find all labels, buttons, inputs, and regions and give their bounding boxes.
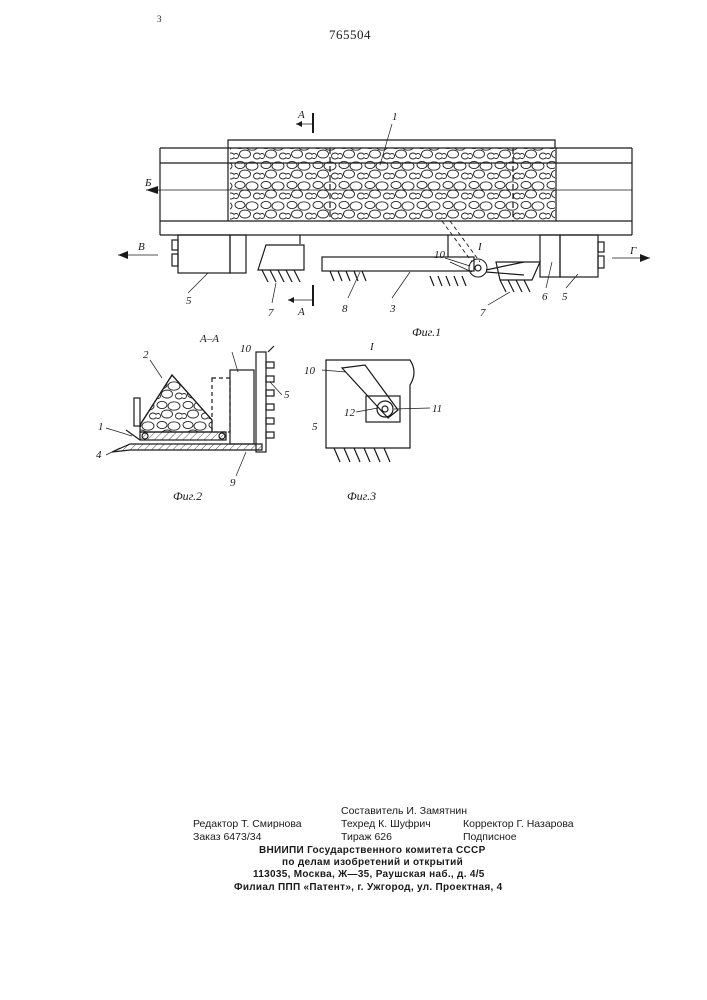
fig1-label: 7 [480, 307, 486, 319]
fig3-label: 5 [312, 421, 318, 433]
technical-drawing: А А Б В Г I 1 10 5 7 8 3 7 6 5 Фиг.1 [0, 0, 707, 520]
imprint-subscription: Подписное [463, 831, 517, 843]
fig2-section-title: А–А [199, 333, 219, 345]
fig1-label: 7 [268, 307, 274, 319]
figure-3 [322, 360, 430, 462]
fig1-label: 10 [434, 249, 446, 261]
imprint-circulation: Тираж 626 [341, 831, 392, 843]
fig2-label: 1 [98, 421, 104, 433]
fig3-label: 10 [304, 365, 316, 377]
fig3-label: 11 [432, 403, 442, 415]
figure-2 [106, 346, 282, 476]
fig1-label: 5 [562, 291, 568, 303]
figure-1 [118, 113, 650, 306]
fig1-label: 3 [389, 303, 396, 315]
fig1-section-mark-top: А [297, 109, 305, 121]
fig1-arrow-g-label: Г [629, 245, 637, 257]
imprint-compiler: Составитель И. Замятнин [341, 805, 467, 817]
fig3-label: 12 [344, 407, 356, 419]
fig1-arrow-v-label: В [138, 241, 145, 253]
fig3-detail-title: I [369, 341, 375, 353]
imprint-techred: Техред К. Шуфрич [341, 818, 431, 830]
fig2-label: 10 [240, 343, 252, 355]
fig1-arrow-b-label: Б [144, 177, 152, 189]
imprint-branch: Филиал ППП «Патент», г. Ужгород, ул. Про… [234, 882, 503, 893]
imprint-corrector: Корректор Г. Назарова [463, 818, 574, 830]
fig1-caption: Фиг.1 [412, 325, 441, 339]
imprint-order: Заказ 6473/34 [193, 831, 261, 843]
fig1-section-mark-bottom: А [297, 306, 305, 318]
fig2-label: 5 [284, 389, 290, 401]
fig1-label: 6 [542, 291, 548, 303]
imprint-address: 113035, Москва, Ж—35, Раушская наб., д. … [253, 869, 485, 880]
fig2-label: 4 [96, 449, 102, 461]
fig2-label: 2 [143, 349, 149, 361]
imprint-org-line2: по делам изобретений и открытий [282, 857, 463, 868]
imprint-org-line1: ВНИИПИ Государственного комитета СССР [259, 845, 486, 856]
fig1-label: 5 [186, 295, 192, 307]
fig1-detail-mark: I [477, 241, 483, 253]
fig3-caption: Фиг.3 [347, 489, 376, 503]
fig2-label: 9 [230, 477, 236, 489]
fig1-label: 8 [342, 303, 348, 315]
fig2-caption: Фиг.2 [173, 489, 202, 503]
fig1-label: 1 [392, 111, 398, 123]
imprint-editor: Редактор Т. Смирнова [193, 818, 302, 830]
